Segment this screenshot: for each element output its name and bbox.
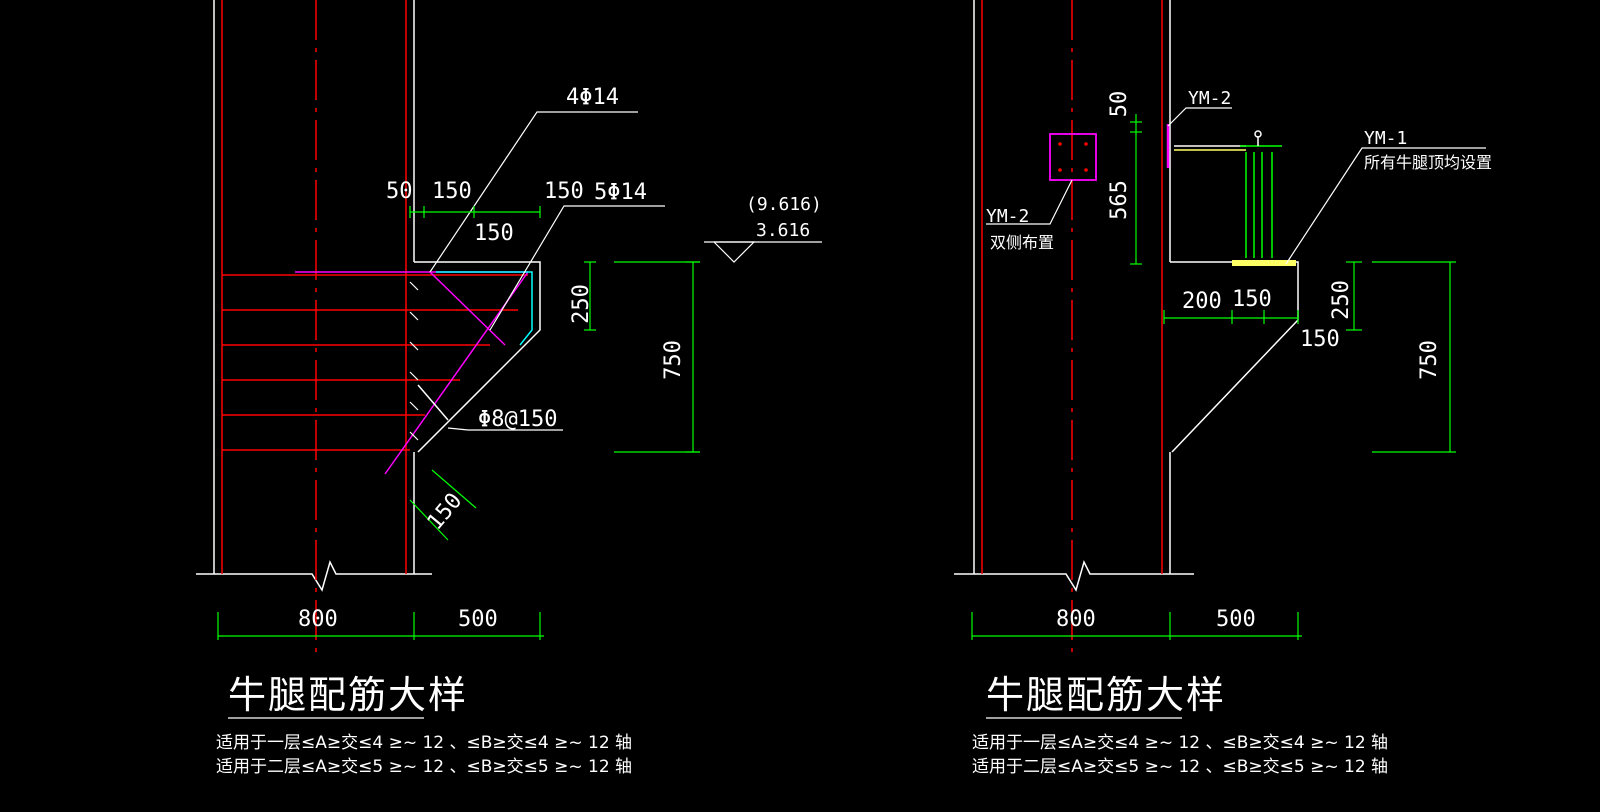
right-label-ym1: YM-1 <box>1364 128 1407 149</box>
left-dim-750: 750 <box>661 340 686 380</box>
right-dim-200: 200 <box>1182 289 1222 314</box>
left-elevation-mark <box>704 241 822 263</box>
right-dim-150: 150 <box>1232 287 1272 312</box>
left-dim-800: 800 <box>298 607 338 632</box>
left-label-stirrup: Φ8@150 <box>478 407 557 432</box>
left-label-5phi14: 5Φ14 <box>594 180 647 205</box>
left-leader-lines <box>429 111 665 431</box>
right-note-2: 适用于二层≤A≥交≤5 ≥~ 12 、≤B≥交≤5 ≥~ 12 轴 <box>972 757 1388 777</box>
right-dim-800: 800 <box>1056 607 1096 632</box>
left-dimensions <box>217 206 700 640</box>
right-label-ym2-side-note: 双侧布置 <box>990 233 1054 252</box>
left-note-2: 适用于二层≤A≥交≤5 ≥~ 12 、≤B≥交≤5 ≥~ 12 轴 <box>216 757 632 777</box>
left-label-4phi14: 4Φ14 <box>566 85 619 110</box>
left-detail: 4Φ14 5Φ14 Φ8@150 50 150 150 150 250 750 … <box>196 0 822 777</box>
left-stirrup-bars <box>295 271 533 475</box>
right-bearing-plate <box>1232 260 1296 266</box>
right-crane-beam <box>1166 124 1282 258</box>
right-dim-250: 250 <box>1329 280 1354 320</box>
right-label-ym2-side: YM-2 <box>986 206 1029 227</box>
left-hoop-ticks <box>409 281 419 441</box>
right-embedded-plate-ym2-side <box>1049 133 1097 181</box>
right-label-ym1-note: 所有牛腿顶均设置 <box>1364 153 1492 172</box>
right-dim-565: 565 <box>1107 180 1132 220</box>
right-leader-lines <box>986 107 1486 265</box>
left-dim-250: 250 <box>569 284 594 324</box>
right-dim-50: 50 <box>1107 91 1132 118</box>
right-note-1: 适用于一层≤A≥交≤4 ≥~ 12 、≤B≥交≤4 ≥~ 12 轴 <box>972 733 1388 753</box>
right-dimensions <box>971 114 1456 640</box>
right-column-rebar <box>981 0 1163 660</box>
right-dim-750: 750 <box>1417 340 1442 380</box>
left-dim-150-b: 150 <box>544 179 584 204</box>
left-drawing-title: 牛腿配筋大样 <box>228 673 468 717</box>
left-elevation-bottom: 3.616 <box>756 220 810 241</box>
left-dim-500: 500 <box>458 607 498 632</box>
left-note-1: 适用于一层≤A≥交≤4 ≥~ 12 、≤B≥交≤4 ≥~ 12 轴 <box>216 733 632 753</box>
left-dim-50: 50 <box>386 179 413 204</box>
left-dim-150-a: 150 <box>432 179 472 204</box>
left-column-outline <box>196 0 541 592</box>
right-column-outline <box>954 0 1299 592</box>
right-detail: YM-2 YM-2 双侧布置 YM-1 所有牛腿顶均设置 50 565 200 … <box>954 0 1492 777</box>
right-dim-150-b: 150 <box>1300 327 1340 352</box>
right-drawing-title: 牛腿配筋大样 <box>986 673 1226 717</box>
left-dim-150-c: 150 <box>474 221 514 246</box>
right-label-ym2-top: YM-2 <box>1188 88 1231 109</box>
right-dim-500: 500 <box>1216 607 1256 632</box>
left-elevation-top: (9.616) <box>746 194 822 215</box>
